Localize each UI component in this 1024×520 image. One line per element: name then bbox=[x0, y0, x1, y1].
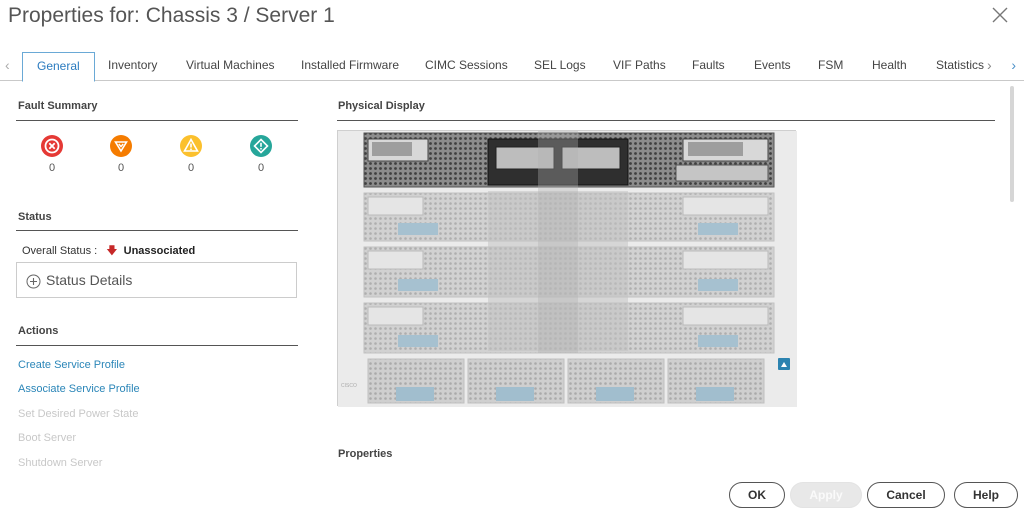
tab-inventory[interactable]: Inventory bbox=[108, 58, 158, 72]
critical-fault-icon[interactable] bbox=[40, 134, 64, 163]
tab-virtual-machines[interactable]: Virtual Machines bbox=[186, 58, 275, 72]
expand-plus-icon bbox=[26, 274, 41, 289]
tab-cimc-sessions[interactable]: CIMC Sessions bbox=[425, 58, 508, 72]
major-fault-count: 0 bbox=[117, 162, 125, 174]
fault-summary-divider bbox=[16, 120, 298, 121]
overall-status: Overall Status : 🡇 Unassociated bbox=[22, 242, 195, 261]
chassis-image: CISCO bbox=[337, 130, 797, 407]
tab-scroll-left-icon[interactable]: ‹ bbox=[5, 57, 10, 73]
chassis-indicator-icon bbox=[778, 358, 790, 370]
down-arrow-icon: 🡇 bbox=[106, 245, 118, 257]
status-title: Status bbox=[18, 211, 52, 223]
critical-fault-count: 0 bbox=[48, 162, 56, 174]
minor-fault-count: 0 bbox=[187, 162, 195, 174]
physical-display-title: Physical Display bbox=[338, 100, 425, 112]
fault-summary-title: Fault Summary bbox=[18, 100, 98, 112]
tab-health[interactable]: Health bbox=[872, 58, 907, 72]
boot-server-link: Boot Server bbox=[18, 432, 77, 444]
power-supply-bays bbox=[367, 358, 765, 404]
tab-installed-firmware[interactable]: Installed Firmware bbox=[301, 58, 400, 72]
tab-scroll-right-icon[interactable]: › bbox=[1011, 57, 1016, 73]
warning-fault-icon[interactable] bbox=[249, 134, 273, 163]
major-fault-icon[interactable] bbox=[109, 134, 133, 163]
tab-faults[interactable]: Faults bbox=[692, 58, 725, 72]
minor-fault-icon[interactable] bbox=[179, 134, 203, 163]
window-title: Properties for: Chassis 3 / Server 1 bbox=[8, 4, 335, 27]
actions-divider bbox=[16, 345, 298, 346]
create-service-profile-link[interactable]: Create Service Profile bbox=[18, 359, 125, 371]
status-details-label: Status Details bbox=[46, 272, 133, 288]
overall-status-label: Overall Status : bbox=[22, 245, 98, 257]
tab-general[interactable]: General bbox=[22, 52, 95, 82]
warning-fault-count: 0 bbox=[257, 162, 265, 174]
ok-button[interactable]: OK bbox=[729, 482, 785, 508]
chassis-illustration: CISCO bbox=[338, 131, 797, 407]
tab-sel-logs[interactable]: SEL Logs bbox=[534, 58, 586, 72]
actions-title: Actions bbox=[18, 325, 59, 337]
properties-title: Properties bbox=[338, 448, 393, 460]
tab-vif-paths[interactable]: VIF Paths bbox=[613, 58, 666, 72]
brand-logo: CISCO bbox=[341, 383, 357, 389]
physical-display-divider bbox=[337, 120, 995, 121]
tab-more-icon[interactable]: › bbox=[987, 57, 992, 73]
help-button[interactable]: Help bbox=[954, 482, 1018, 508]
set-desired-power-state-link: Set Desired Power State bbox=[18, 408, 139, 420]
tab-fsm[interactable]: FSM bbox=[818, 58, 844, 72]
close-icon[interactable] bbox=[990, 5, 1010, 25]
shutdown-server-link: Shutdown Server bbox=[18, 457, 103, 469]
overall-status-value: Unassociated bbox=[123, 245, 196, 257]
server-1-blade bbox=[363, 132, 775, 188]
apply-button: Apply bbox=[790, 482, 862, 508]
panel-scrollbar[interactable] bbox=[1010, 86, 1014, 202]
status-divider bbox=[16, 230, 298, 231]
cancel-button[interactable]: Cancel bbox=[867, 482, 945, 508]
tab-bar: ‹ General Inventory Virtual Machines Ins… bbox=[0, 50, 1024, 82]
associate-service-profile-link[interactable]: Associate Service Profile bbox=[18, 383, 140, 395]
tab-statistics[interactable]: Statistics bbox=[936, 58, 985, 72]
tab-events[interactable]: Events bbox=[754, 58, 791, 72]
status-details-expander[interactable]: Status Details bbox=[16, 262, 297, 298]
